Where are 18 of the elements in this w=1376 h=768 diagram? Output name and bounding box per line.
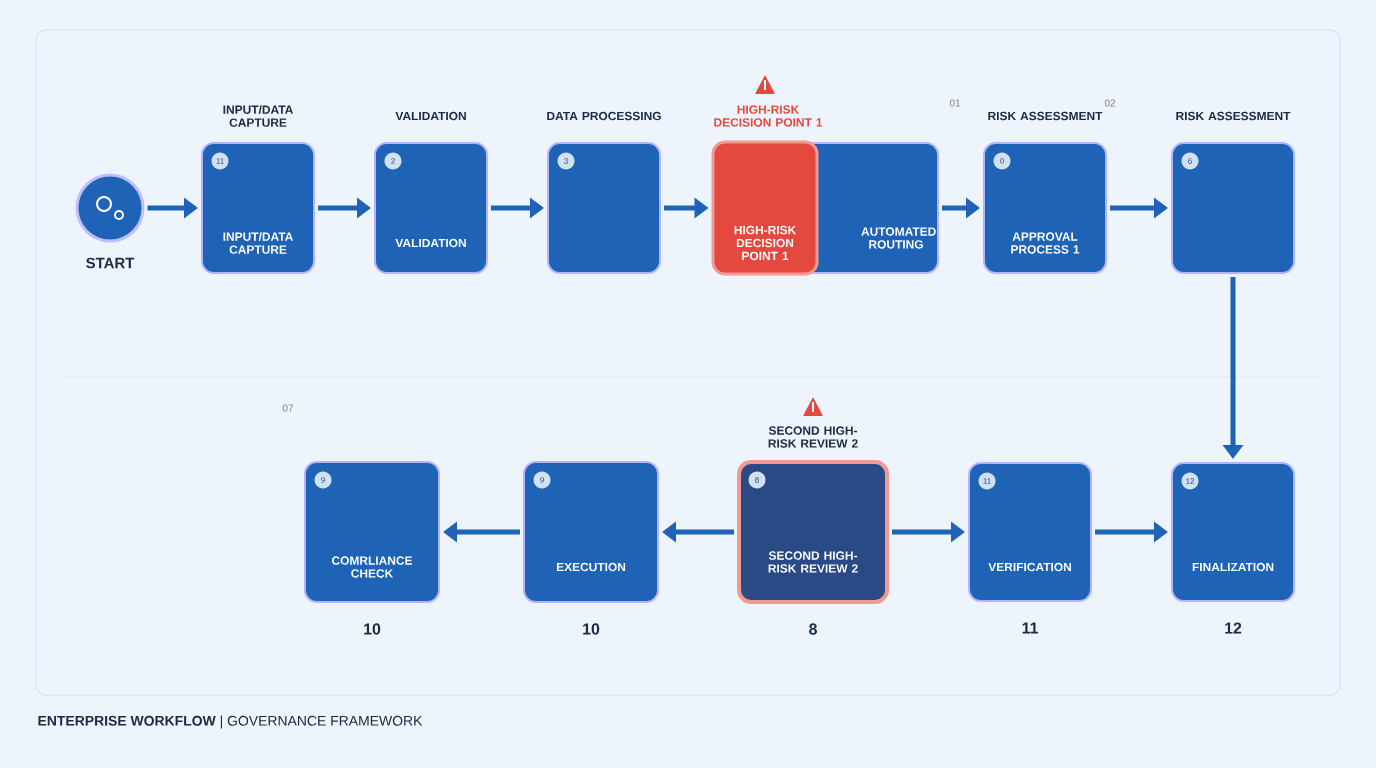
step-heading: RISK ASSESSMENT [1176, 111, 1291, 121]
alert-box: HIGH-RISK DECISION POINT 1 [711, 140, 819, 276]
faint-label: 01 [949, 99, 961, 107]
start-label: START [86, 257, 135, 269]
footer-title: ENTERPRISE WORKFLOW | GOVERNANCE FRAMEWORK [38, 715, 423, 729]
faint-label: 07 [282, 404, 294, 412]
step-number: 10 [364, 623, 381, 635]
step-number: 10 [583, 623, 600, 635]
step-number: 11 [1022, 622, 1038, 634]
step-heading: RISK ASSESSMENT [988, 111, 1103, 121]
step-heading: HIGH-RISK DECISION POINT 1 [714, 105, 823, 127]
step-heading: INPUT/DATA CAPTURE [223, 105, 293, 127]
step-heading: SECOND HIGH-RISK REVIEW 2 [768, 426, 858, 448]
step-heading: DATA PROCESSING [547, 111, 661, 121]
step-number: 8 [809, 623, 817, 635]
faint-label: 02 [1104, 99, 1116, 107]
step-number: 12 [1225, 622, 1242, 634]
step-heading: VALIDATION [395, 111, 466, 121]
